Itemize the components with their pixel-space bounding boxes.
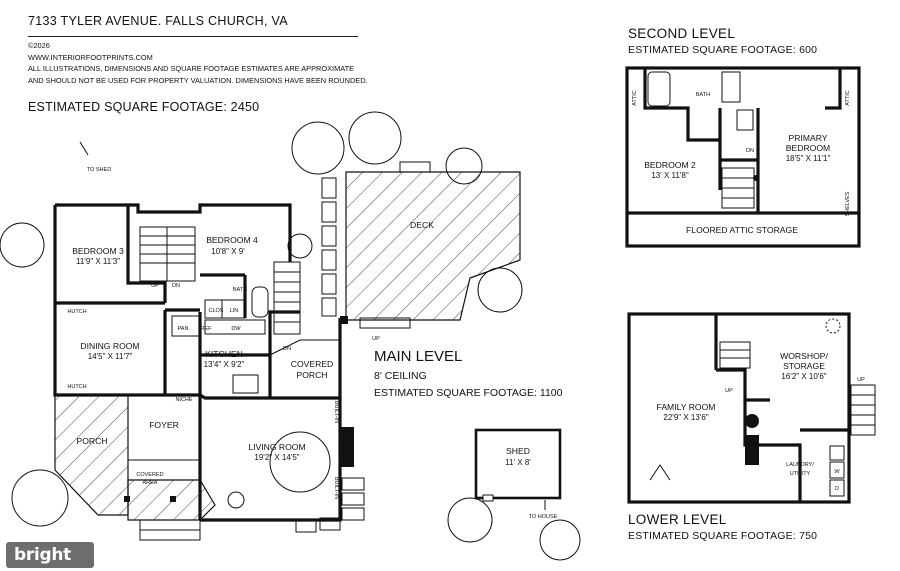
attic-storage: FLOORED ATTIC STORAGE xyxy=(686,225,798,235)
disclaimer-block: ©2026 WWW.INTERIORFOOTPRINTS.COM ALL ILL… xyxy=(28,40,368,86)
main-level-labels: TO SHED BEDROOM 3 11'9" X 11'3" BEDROOM … xyxy=(67,167,557,520)
main-level-ceiling: 8' CEILING xyxy=(374,370,427,382)
shed-dims: 11' X 8' xyxy=(505,458,531,467)
second-level-title: SECOND LEVEL xyxy=(628,26,736,41)
workshop-line2: STORAGE xyxy=(783,361,825,371)
bedroom4-dims: 10'8" X 9' xyxy=(211,247,245,256)
total-sqft: ESTIMATED SQUARE FOOTAGE: 2450 xyxy=(28,100,260,114)
lin-label: LIN xyxy=(230,308,239,314)
dining-name: DINING ROOM xyxy=(80,341,139,351)
deck-up-label: UP xyxy=(372,336,380,342)
shelves-label: SHELVES xyxy=(845,191,851,216)
copyright: ©2026 xyxy=(28,41,50,50)
dining-dims: 14'5" X 11'7" xyxy=(88,352,133,361)
dw-label: DW xyxy=(231,326,241,332)
porch-name: PORCH xyxy=(76,436,107,446)
foyer-name: FOYER xyxy=(149,420,179,430)
clos-label: CLOS xyxy=(209,308,224,314)
kitchen-name: KITCHEN xyxy=(205,349,243,359)
covered-area-line2: AREA xyxy=(143,480,158,486)
attic-left: ATTIC xyxy=(632,90,638,106)
to-shed-label: TO SHED xyxy=(87,167,111,173)
bedroom2-dims: 13' X 11'8" xyxy=(651,171,688,180)
kitchen-dims: 13'4" X 9'2" xyxy=(204,360,245,369)
primary-line2: BEDROOM xyxy=(786,143,830,153)
shed-name: SHED xyxy=(506,446,530,456)
second-level-plan xyxy=(625,66,861,248)
ref-label: REF xyxy=(201,326,213,332)
property-address: 7133 TYLER AVENUE. FALLS CHURCH, VA xyxy=(28,14,288,28)
lower-level-labels: FAMILY ROOM 22'9" X 13'6" WORSHOP/ STORA… xyxy=(657,351,866,492)
hutch-label-2: HUTCH xyxy=(67,384,86,390)
covered-porch-line1: COVERED xyxy=(291,359,334,369)
bedroom2-name: BEDROOM 2 xyxy=(644,160,696,170)
main-level-plan xyxy=(0,111,581,561)
dryer-label: D xyxy=(835,486,839,492)
workshop-dims: 16'2" X 10'6" xyxy=(781,372,826,381)
main-level-info: 8' CEILING ESTIMATED SQUARE FOOTAGE: 110… xyxy=(374,368,562,402)
living-name: LIVING ROOM xyxy=(248,442,305,452)
deck-name: DECK xyxy=(410,220,434,230)
covered-porch-line2: PORCH xyxy=(296,370,327,380)
niche-label: NICHE xyxy=(175,397,192,403)
primary-line1: PRIMARY xyxy=(789,133,828,143)
built-in-label-2: BUILT-IN xyxy=(333,477,339,499)
primary-dims: 18'5" X 11'1" xyxy=(786,154,831,163)
laundry-line1: LAUNDRY/ xyxy=(786,462,814,468)
family-name: FAMILY ROOM xyxy=(657,402,716,412)
workshop-line1: WORSHOP/ xyxy=(780,351,828,361)
second-level-labels: BATH BEDROOM 2 13' X 11'8" PRIMARY BEDRO… xyxy=(632,90,851,235)
fp-label: FP xyxy=(342,447,349,453)
lower-up-label-2: UP xyxy=(857,377,865,383)
family-dims: 22'9" X 13'6" xyxy=(663,413,708,422)
website: WWW.INTERIORFOOTPRINTS.COM xyxy=(28,52,153,62)
second-dn-label: DN xyxy=(746,148,754,154)
second-level-sqft: ESTIMATED SQUARE FOOTAGE: 600 xyxy=(628,44,818,56)
disclaimer-line-2: AND SHOULD NOT BE USED FOR PROPERTY VALU… xyxy=(28,75,368,85)
covered-area-line1: COVERED xyxy=(136,472,163,478)
rear-stair-dn-label: DN xyxy=(283,346,291,352)
main-level-title: MAIN LEVEL xyxy=(374,348,463,365)
bright-watermark-logo: bright xyxy=(6,542,94,568)
stair-up-label: UP xyxy=(151,283,159,289)
main-level-sqft: ESTIMATED SQUARE FOOTAGE: 1100 xyxy=(374,387,563,399)
pan-label: PAN xyxy=(178,326,189,332)
main-bath: BATH xyxy=(233,287,247,293)
living-dims: 19'2" X 14'5" xyxy=(254,453,299,462)
stair-dn-label: DN xyxy=(172,283,180,289)
lower-up-label-1: UP xyxy=(725,388,733,394)
to-house-label: TO HOUSE xyxy=(529,514,558,520)
second-bath: BATH xyxy=(696,92,710,98)
attic-right: ATTIC xyxy=(845,90,851,106)
lower-level-plan xyxy=(627,312,876,504)
built-in-label-1: BUILT-IN xyxy=(333,401,339,423)
lower-level-sqft: ESTIMATED SQUARE FOOTAGE: 750 xyxy=(628,530,818,542)
bedroom3-name: BEDROOM 3 xyxy=(72,246,124,256)
lower-level-title: LOWER LEVEL xyxy=(628,512,727,527)
disclaimer-line-1: ALL ILLUSTRATIONS, DIMENSIONS AND SQUARE… xyxy=(28,64,355,73)
washer-label: W xyxy=(834,469,840,475)
header-rule xyxy=(28,36,358,37)
bedroom4-name: BEDROOM 4 xyxy=(206,235,258,245)
bedroom3-dims: 11'9" X 11'3" xyxy=(76,257,120,266)
hutch-label-1: HUTCH xyxy=(67,309,86,315)
laundry-line2: UTILITY xyxy=(790,471,811,477)
watermark-text: bright xyxy=(14,545,71,565)
